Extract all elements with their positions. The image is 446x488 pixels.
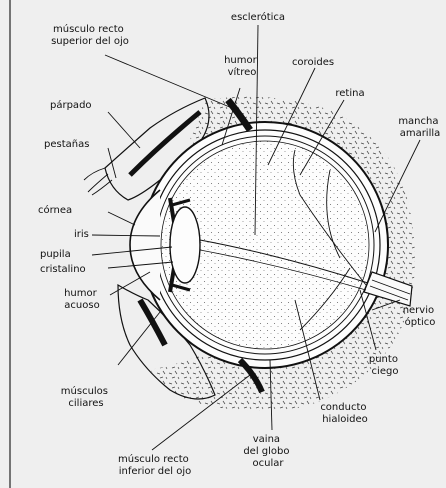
label-esclerotica: esclerótica <box>231 11 285 23</box>
eyelashes <box>84 168 112 195</box>
label-retina: retina <box>335 88 364 99</box>
label-pestanas: pestañas <box>44 139 89 150</box>
label-iris: iris <box>74 229 89 240</box>
label-parpado: párpado <box>50 99 92 111</box>
label-conducto-hialoideo: conducto hialoideo <box>320 402 369 425</box>
label-humor-vitreo: humor vítreo <box>224 55 260 78</box>
label-musculo-recto-superior: músculo recto superior del ojo <box>51 23 129 47</box>
label-mancha-amarilla: mancha amarilla <box>398 116 441 139</box>
label-humor-acuoso: humor acuoso <box>64 288 100 311</box>
label-musculo-recto-inferior: músculo recto inferior del ojo <box>118 453 192 477</box>
label-vaina-globo-ocular: vaina del globo ocular <box>243 434 292 469</box>
label-coroides: coroides <box>292 57 334 68</box>
label-musculos-ciliares: músculos ciliares <box>61 385 111 409</box>
cornea-shape <box>130 190 160 300</box>
label-pupila: pupila <box>40 249 71 260</box>
label-cornea: córnea <box>38 204 72 216</box>
lens <box>170 207 200 283</box>
label-punto-ciego: punto ciego <box>369 354 401 377</box>
label-nervio-optico: nervio óptico <box>403 305 438 328</box>
label-cristalino: cristalino <box>40 264 86 275</box>
